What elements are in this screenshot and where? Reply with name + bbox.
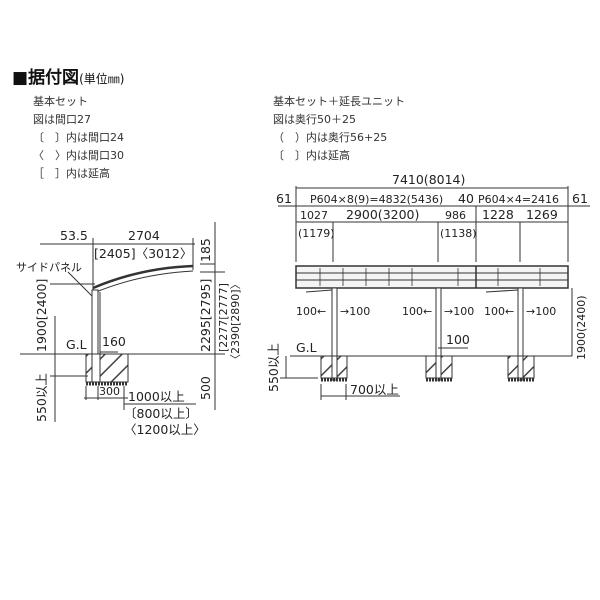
clearance-alt2-dim: 〈1200以上〉: [124, 422, 206, 437]
edge-right-dim: 61: [572, 191, 588, 206]
post-height-dim: 1900[2400]: [34, 278, 49, 352]
note-line: 〈 〉内は間口30: [33, 149, 124, 162]
post-total-height-dim: 2295[2795]: [198, 278, 213, 352]
unit-label: (単位㎜): [79, 72, 125, 86]
page-title: ■据付図(単位㎜): [12, 68, 125, 88]
post-margin-label: →100: [340, 305, 371, 318]
post-margin-label: 100←: [484, 305, 515, 318]
foundation-depth-dim: 550以上: [266, 343, 281, 392]
note-line: 図は奥行50＋25: [273, 113, 356, 126]
note-line: 〔 〕内は間口24: [33, 131, 124, 144]
clearance-dim: 1000以上: [128, 389, 185, 404]
note-line: 基本セット＋延長ユニット: [273, 95, 405, 108]
seg1-dim: 1027: [300, 209, 328, 222]
post-margin-label: 100←: [296, 305, 327, 318]
post-offset-dim: 100: [446, 332, 470, 347]
foundation-width-dim: 700以上: [350, 382, 399, 397]
foundation-depth-dim: 550以上: [34, 373, 49, 422]
note-line: （ ）内は奥行56+25: [273, 131, 388, 144]
note-line: 〔 〕内は延高: [273, 149, 350, 162]
post-margin-label: →100: [526, 305, 557, 318]
post-margin-label: 100←: [402, 305, 433, 318]
seg5-dim: 1269: [526, 207, 558, 222]
gap-dim: 40: [458, 191, 474, 206]
side-panel-label: サイドパネル: [16, 261, 82, 274]
note-line: 図は間口27: [33, 113, 91, 126]
ground-level-label: G.L: [66, 337, 87, 352]
clearance-alt1-dim: 〔800以上〕: [124, 406, 198, 421]
post-height-dim: 1900(2400): [575, 295, 588, 360]
post-total-alt2-dim: 〈2390[2890]〉: [229, 278, 242, 365]
seg4-dim: 1228: [482, 207, 514, 222]
seg3-dim: 986: [445, 209, 466, 222]
overhang-dim: 53.5: [60, 228, 88, 243]
foundation-width-dim: 300: [99, 385, 120, 398]
seg3-alt-dim: (1138): [440, 227, 477, 240]
foundation-depth-right-dim: 500: [198, 376, 213, 400]
pitch-main-dim: P604×8(9)=4832(5436): [310, 193, 444, 206]
seg1-alt-dim: (1179): [298, 227, 335, 240]
note-line: 基本セット: [33, 95, 88, 108]
post-total-alt1-dim: [2277[2777]: [217, 283, 230, 352]
ground-level-label: G.L: [296, 340, 317, 355]
roof-height-dim: 185: [198, 238, 213, 262]
post-margin-label: →100: [444, 305, 475, 318]
post-offset-dim: 160: [102, 334, 126, 349]
roof-width-dim: 2704: [128, 228, 160, 243]
seg2-dim: 2900(3200): [346, 207, 420, 222]
roof-width-alt-dim: [2405]〈3012〉: [94, 246, 193, 261]
pitch-ext-dim: P604×4=2416: [478, 193, 560, 206]
edge-left-dim: 61: [276, 191, 292, 206]
title-text: 据付図: [28, 68, 80, 88]
total-length-dim: 7410(8014): [392, 172, 466, 187]
note-line: ［ ］内は延高: [33, 167, 110, 180]
